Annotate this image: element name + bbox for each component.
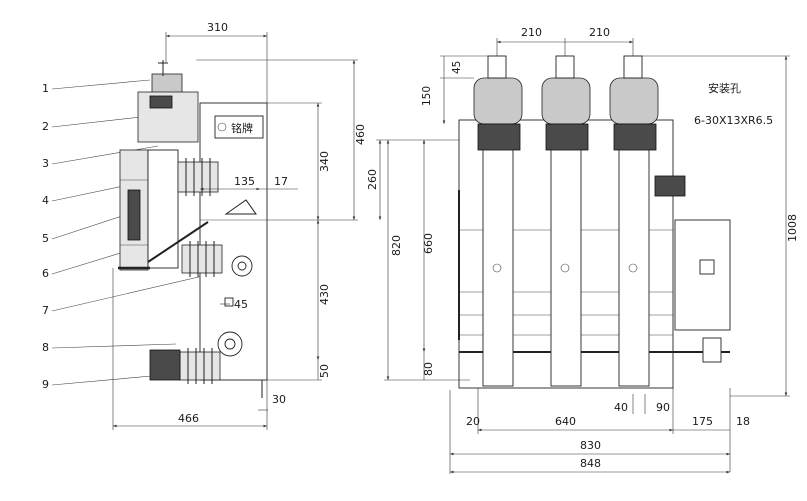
dim-466: 466 [178, 412, 199, 425]
dim-175: 175 [692, 415, 713, 428]
nameplate-label: 铭牌 [231, 121, 253, 135]
auxiliary-switch [654, 175, 686, 197]
dim-210-right: 210 [589, 26, 610, 39]
operating-link [224, 199, 257, 215]
lower-terminal-block [149, 349, 181, 381]
nameplate: 铭牌 [214, 115, 264, 139]
upper-post-insulator [177, 158, 219, 196]
part-number-4: 4 [42, 194, 49, 207]
upper-housing-clamp [149, 95, 173, 109]
knife-blade [147, 221, 209, 263]
phase-middle-terminal [555, 55, 575, 79]
dim-150: 150 [421, 86, 433, 106]
dim-40: 40 [614, 401, 628, 414]
leader-line-3 [51, 145, 159, 165]
dim-18: 18 [736, 415, 750, 428]
part-number-6: 6 [42, 267, 49, 280]
nameplate-rivet [217, 122, 227, 132]
dim-640: 640 [555, 415, 576, 428]
frame-column [147, 149, 179, 269]
phase-left-column [482, 149, 514, 387]
phase-left-insulator [473, 77, 523, 125]
phase-right-column [618, 149, 650, 387]
dim-20: 20 [466, 415, 480, 428]
nameplate-frame [214, 115, 264, 139]
lower-gear-hub [224, 338, 236, 350]
fuse-window [127, 189, 141, 241]
phase-middle-insulator [541, 77, 591, 125]
phase-left-clamp [477, 123, 521, 151]
phase-middle-clamp [545, 123, 589, 151]
front-view-dimensions: 210 210 45 150 260 820 660 80 [366, 26, 799, 474]
phase-right-terminal [623, 55, 643, 79]
part-number-5: 5 [42, 232, 49, 245]
part-number-1: 1 [42, 82, 49, 95]
dim-430: 430 [318, 284, 331, 305]
dim-260: 260 [366, 169, 379, 190]
dim-90: 90 [656, 401, 670, 414]
leader-line-1 [51, 79, 151, 90]
lower-insulator-body [179, 351, 221, 381]
dim-660: 660 [422, 233, 435, 254]
callout-1: 1 [42, 79, 151, 95]
dim-830: 830 [580, 439, 601, 452]
phase-left [473, 55, 523, 387]
callout-2: 2 [42, 115, 151, 133]
mechanism-indicator [699, 259, 715, 275]
top-terminal-cap [151, 73, 183, 95]
callout-5: 5 [42, 213, 129, 245]
dim-50: 50 [318, 364, 331, 378]
dim-460: 460 [354, 124, 367, 145]
dim-135: 135 [234, 175, 255, 188]
lower-post-insulator [179, 348, 221, 384]
callout-3: 3 [42, 145, 159, 170]
phase-left-terminal [487, 55, 507, 79]
dim-80: 80 [422, 362, 435, 376]
operating-mechanism-box [674, 219, 731, 331]
dim-1008: 1008 [786, 214, 799, 242]
middle-post-insulator [181, 241, 223, 277]
operating-shaft-hub [237, 261, 247, 271]
leader-line-8 [51, 343, 177, 349]
phase-middle-bolt [560, 263, 570, 273]
phase-middle [541, 55, 591, 387]
dim-210-left: 210 [521, 26, 542, 39]
phase-right-clamp [613, 123, 657, 151]
part-number-2: 2 [42, 120, 49, 133]
side-view: 铭牌 [112, 21, 367, 430]
phase-right-bolt [628, 263, 638, 273]
dim-17: 17 [274, 175, 288, 188]
dim-310: 310 [207, 21, 228, 34]
dim-45-side: 45 [234, 298, 248, 311]
dim-820: 820 [390, 235, 403, 256]
phase-left-bolt [492, 263, 502, 273]
part-number-9: 9 [42, 378, 49, 391]
phase-middle-column [550, 149, 582, 387]
indicator-square [224, 297, 234, 307]
part-number-8: 8 [42, 341, 49, 354]
dim-30: 30 [272, 393, 286, 406]
mounting-hole-spec: 6-30X13XR6.5 [694, 114, 773, 127]
front-view: 安装孔 6-30X13XR6.5 210 210 45 150 260 820 [366, 26, 799, 474]
leader-line-5 [51, 213, 129, 240]
middle-insulator-body [181, 244, 223, 274]
dim-848: 848 [580, 457, 601, 470]
dim-340: 340 [318, 151, 331, 172]
callout-8: 8 [42, 341, 177, 354]
phase-right-insulator [609, 77, 659, 125]
mounting-hole-label: 安装孔 [708, 81, 741, 95]
part-number-7: 7 [42, 304, 49, 317]
dim-45-front: 45 [451, 61, 463, 74]
upper-insulator-body [177, 161, 219, 193]
leader-line-2 [51, 115, 151, 128]
side-view-dimensions: 310 460 340 135 17 45 430 50 [112, 21, 367, 430]
mechanism-hub [702, 337, 722, 363]
part-number-3: 3 [42, 157, 49, 170]
